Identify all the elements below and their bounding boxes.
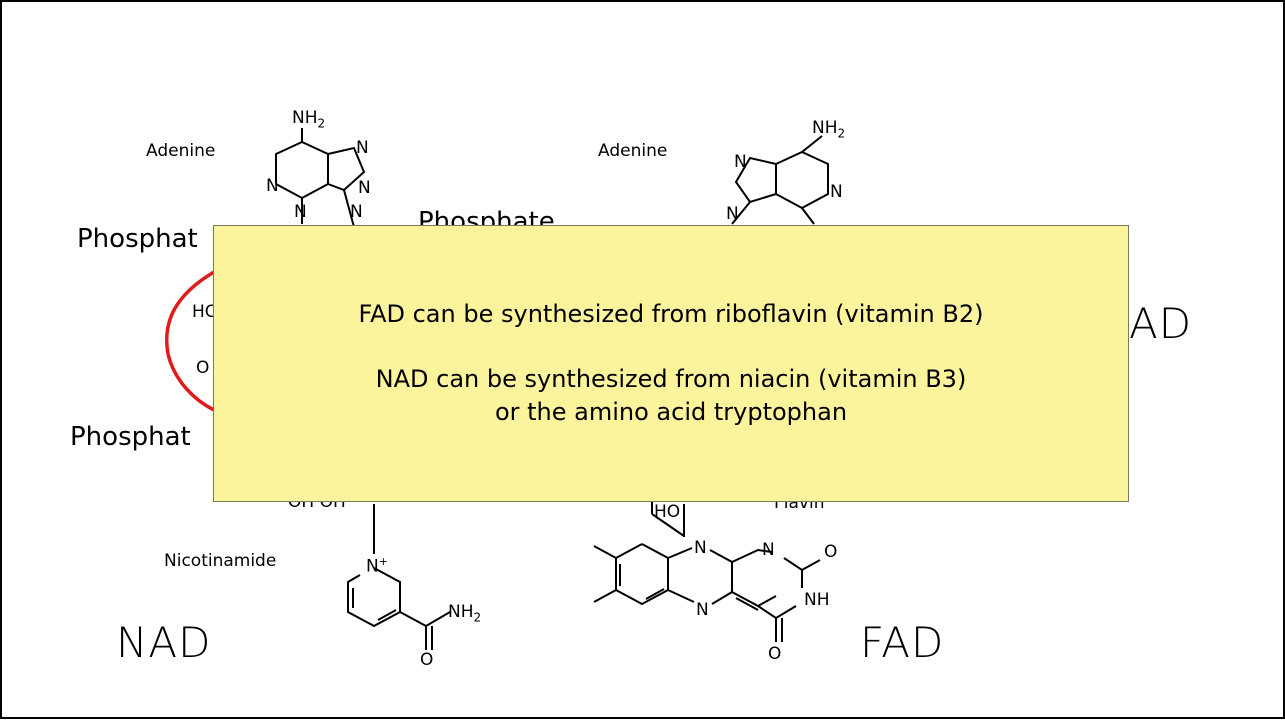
atom-o: O bbox=[768, 644, 782, 664]
atom-n: N bbox=[734, 152, 747, 172]
nicotinamide-label: Nicotinamide bbox=[164, 551, 277, 571]
nad-adenine-nh2-label: NH2 bbox=[292, 108, 326, 131]
fad-adenine-nh2-label: NH2 bbox=[812, 118, 846, 141]
phosphate-label-mid-partial: Phosphate bbox=[418, 207, 555, 225]
nad-title-partial-right: AD bbox=[1129, 299, 1193, 348]
atom-n: N bbox=[266, 176, 279, 196]
callout-box: FAD can be synthesized from riboflavin (… bbox=[213, 225, 1129, 502]
phosphate-label-top: Phosphat bbox=[77, 224, 198, 254]
fad-adenine-ring bbox=[731, 135, 829, 225]
atom-n: N bbox=[762, 540, 775, 560]
nad-title: NAD bbox=[116, 618, 212, 667]
fad-title: FAD bbox=[860, 618, 945, 667]
atom-n: N bbox=[726, 204, 739, 224]
nicotinamide-ring bbox=[347, 504, 451, 650]
atom-o-partial: O bbox=[196, 358, 210, 378]
atom-n: N bbox=[294, 202, 307, 222]
atom-n: N bbox=[694, 538, 707, 558]
atom-n: N bbox=[350, 202, 363, 222]
adenine-label-right: Adenine bbox=[598, 141, 668, 161]
callout-fad-line: FAD can be synthesized from riboflavin (… bbox=[358, 300, 984, 328]
callout-tryptophan-line: or the amino acid tryptophan bbox=[494, 398, 848, 426]
adenine-label-left: Adenine bbox=[146, 141, 216, 161]
atom-o: O bbox=[420, 650, 434, 670]
atom-n: N bbox=[356, 138, 369, 158]
atom-n: N bbox=[830, 182, 843, 202]
atom-hc-partial: HC bbox=[192, 302, 217, 322]
phosphate-label-bottom: Phosphat bbox=[70, 422, 191, 452]
atom-n: N bbox=[358, 178, 371, 198]
red-phosphate-bracket bbox=[165, 270, 215, 412]
nicotinamide-nh2-label: NH2 bbox=[448, 602, 482, 625]
nad-adenine-ring bbox=[275, 128, 366, 228]
atom-ho: HO bbox=[654, 502, 681, 522]
atom-nh: NH bbox=[804, 590, 830, 610]
atom-n-plus: N+ bbox=[366, 555, 388, 577]
atom-o: O bbox=[824, 542, 838, 562]
callout-nad-line: NAD can be synthesized from niacin (vita… bbox=[375, 365, 967, 393]
atom-n: N bbox=[696, 600, 709, 620]
flavin-rings bbox=[593, 502, 821, 642]
